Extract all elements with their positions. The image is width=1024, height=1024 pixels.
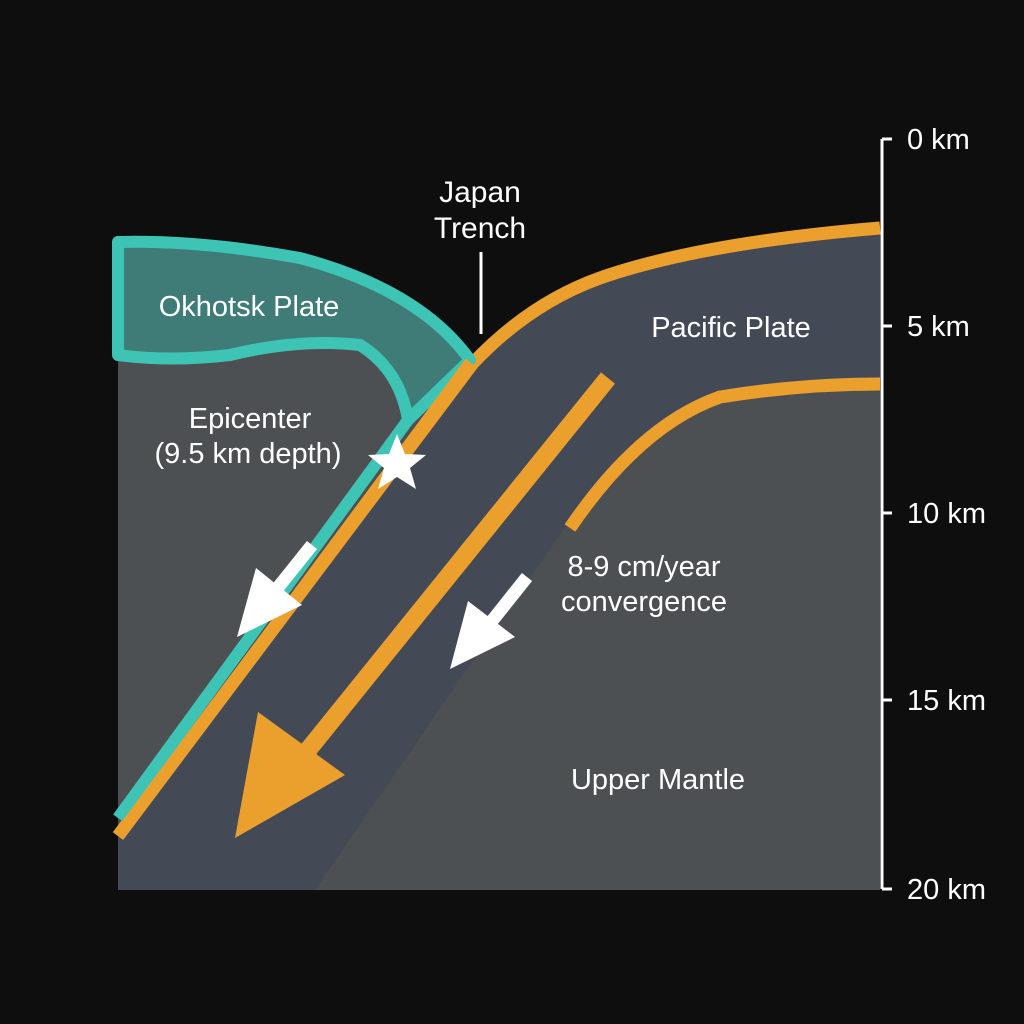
okhotsk-plate: [112, 235, 476, 426]
subduction-arrow-shaft: [292, 372, 616, 766]
pacific-top-boundary: [112, 221, 881, 840]
convergence-label-line1: 8-9 cm/year: [567, 551, 720, 583]
pacific-plate-slab: [118, 225, 880, 890]
depth-tick-15: 15 km: [907, 685, 986, 717]
slip-arrow-left-head: [237, 568, 302, 637]
epicenter-label-line1: Epicenter: [189, 403, 312, 435]
convergence-arrow-shaft: [482, 572, 533, 631]
upper-mantle-label: Upper Mantle: [571, 764, 745, 796]
depth-tick-5: 5 km: [907, 311, 970, 343]
sky-region: [118, 0, 880, 360]
star-icon: [368, 434, 426, 489]
convergence-label-line2: convergence: [561, 586, 727, 618]
depth-axis: [880, 137, 892, 891]
okhotsk-plate-label: Okhotsk Plate: [159, 291, 340, 323]
pacific-bottom-boundary: [564, 377, 881, 532]
epicenter-label-line2: (9.5 km depth): [155, 438, 342, 470]
pacific-plate-label: Pacific Plate: [651, 312, 811, 344]
depth-tick-10: 10 km: [907, 498, 986, 530]
trench-label-line2: Trench: [434, 212, 526, 245]
depth-tick-20: 20 km: [907, 874, 986, 906]
depth-tick-0: 0 km: [907, 124, 970, 156]
convergence-arrow-head: [450, 601, 515, 669]
subduction-arrow-head: [235, 712, 345, 838]
trench-label-line1: Japan: [439, 176, 521, 209]
